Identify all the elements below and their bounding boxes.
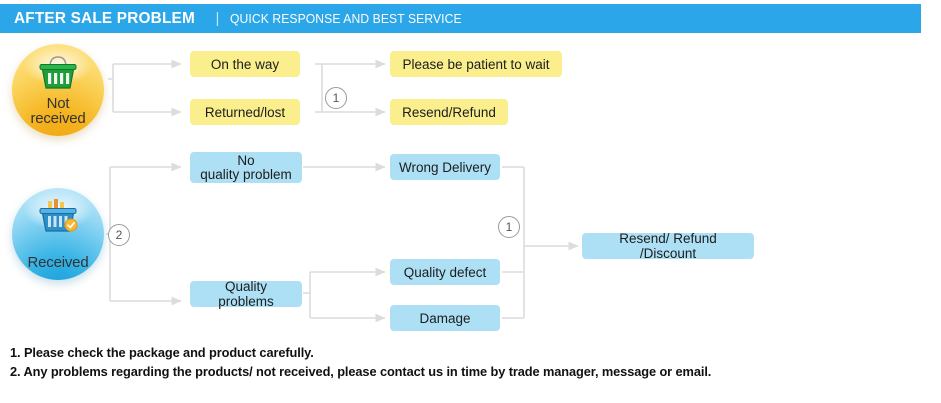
node-quality-problems[interactable]: Quality problems (190, 279, 302, 309)
badge-received-label: Received (27, 254, 89, 271)
marker-1-merge: 1 (498, 216, 520, 238)
badge-not-received: Not received (12, 44, 104, 136)
node-resend-refund-discount[interactable]: Resend/ Refund /Discount (582, 231, 754, 261)
badge-received: Received (12, 188, 104, 280)
badge-not-received-label: Not received (30, 96, 85, 126)
node-damage[interactable]: Damage (390, 305, 500, 331)
node-wrong-delivery[interactable]: Wrong Delivery (390, 154, 500, 180)
marker-1-top: 1 (325, 87, 347, 109)
node-be-patient[interactable]: Please be patient to wait (390, 51, 562, 77)
marker-2-branch: 2 (108, 224, 130, 246)
header-bar: AFTER SALE PROBLEM | QUICK RESPONSE AND … (0, 4, 921, 33)
shopping-basket-icon (35, 54, 81, 94)
node-no-quality-problem[interactable]: No quality problem (190, 152, 302, 183)
badge-label-line2: received (30, 110, 86, 127)
badge-label-line1: Not (46, 95, 70, 112)
node-resend-refund[interactable]: Resend/Refund (390, 99, 508, 125)
header-subtitle: QUICK RESPONSE AND BEST SERVICE (230, 11, 463, 26)
header-divider: | (215, 10, 220, 27)
footer-notes: 1. Please check the package and product … (10, 343, 930, 381)
shopping-basket-icon (35, 198, 81, 238)
node-quality-defect[interactable]: Quality defect (390, 259, 500, 285)
node-returned-lost[interactable]: Returned/lost (190, 99, 300, 125)
node-no-quality-problem-line2: quality problem (200, 166, 292, 182)
connector-lines (106, 59, 579, 323)
node-no-quality-problem-line1: No (237, 152, 255, 168)
footer-line-1: 1. Please check the package and product … (10, 345, 314, 360)
page-title: AFTER SALE PROBLEM (14, 9, 195, 27)
node-on-the-way[interactable]: On the way (190, 51, 300, 77)
flowchart: Not received (0, 33, 941, 338)
footer-line-2: 2. Any problems regarding the products/ … (10, 364, 712, 379)
